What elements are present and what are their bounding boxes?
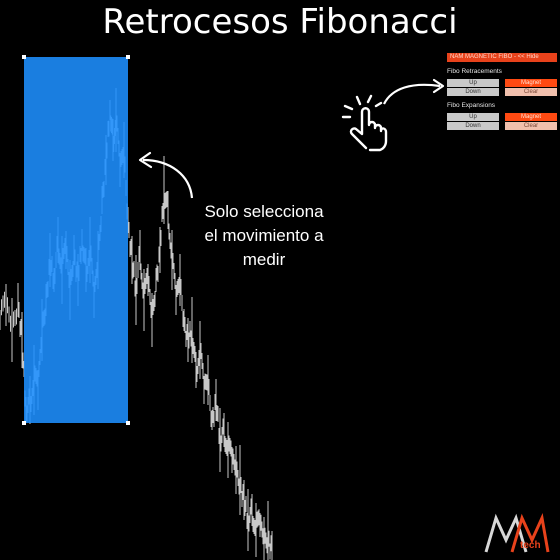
tap-hand-icon — [341, 94, 388, 152]
nam-logo — [484, 512, 550, 553]
expansion-magnet-button[interactable]: Magnet — [505, 113, 557, 121]
selection-handle-bl[interactable] — [22, 421, 26, 425]
curved-arrow-icon — [383, 83, 441, 105]
arrow-head — [432, 78, 445, 94]
expansion-up-button[interactable]: Up — [447, 113, 499, 121]
page-title: Retrocesos Fibonacci — [102, 2, 458, 42]
arrow-head — [138, 151, 153, 169]
curved-arrow-icon — [142, 158, 194, 199]
logo-tech-text: tech — [520, 540, 541, 551]
expansions-label: Fibo Expansions — [447, 102, 496, 109]
expansion-clear-button[interactable]: Clear — [505, 122, 557, 130]
nam-fibo-panel: NAM MAGNETIC FIBO - << Hide Fibo Retrace… — [447, 53, 557, 131]
panel-header-hide-toggle[interactable]: NAM MAGNETIC FIBO - << Hide — [447, 53, 557, 62]
retracement-up-button[interactable]: Up — [447, 79, 499, 87]
annotation-line-3: medir — [242, 250, 286, 269]
selection-handle-tr[interactable] — [126, 55, 130, 59]
expansion-down-button[interactable]: Down — [447, 122, 499, 130]
retracement-magnet-button[interactable]: Magnet — [505, 79, 557, 87]
selection-handle-br[interactable] — [126, 421, 130, 425]
fibo-selection-area[interactable] — [24, 57, 128, 423]
annotation-line-1: Solo selecciona — [204, 202, 324, 221]
annotation-text: Solo selecciona el movimiento a medir — [180, 200, 348, 272]
selection-handle-tl[interactable] — [22, 55, 26, 59]
annotation-line-2: el movimiento a — [204, 226, 324, 245]
retracement-down-button[interactable]: Down — [447, 88, 499, 96]
retracements-label: Fibo Retracements — [447, 68, 502, 75]
retracement-clear-button[interactable]: Clear — [505, 88, 557, 96]
